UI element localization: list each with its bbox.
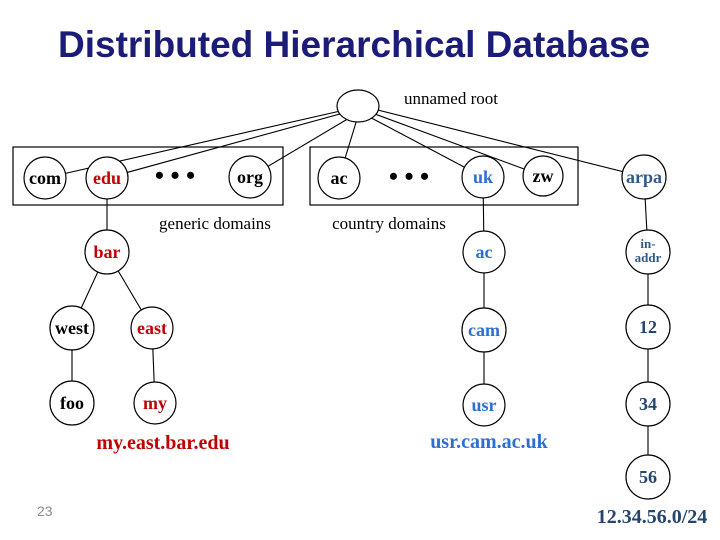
node-34-circle xyxy=(625,381,671,427)
node-bar-label: bar xyxy=(94,242,121,262)
node-west-label: west xyxy=(55,318,89,338)
node-my-label: my xyxy=(143,393,167,413)
node-ac-top-label: ac xyxy=(331,168,348,188)
node-in-addr-circle xyxy=(625,229,671,275)
node-zw-label: zw xyxy=(533,166,554,186)
caption-my-east-bar-edu: my.east.bar.edu xyxy=(96,432,229,454)
node-arpa-label: arpa xyxy=(626,167,662,187)
root-node-circle xyxy=(336,89,380,123)
node-ac-top-circle xyxy=(317,156,361,200)
page-number: 23 xyxy=(37,503,53,519)
caption-12-34-56-0-24: 12.34.56.0/24 xyxy=(597,506,708,528)
edge-root-zw xyxy=(363,109,544,177)
node-in-addr-label-line2: addr xyxy=(635,250,662,265)
node-east-label: east xyxy=(137,318,167,338)
edge-root-edu xyxy=(106,108,359,179)
node-my-circle xyxy=(133,381,177,425)
slide-title: Distributed Hierarchical Database xyxy=(58,24,651,65)
generic-domains-label: generic domains xyxy=(159,214,271,233)
node-12-circle xyxy=(625,304,671,350)
node-west-circle xyxy=(49,305,95,351)
caption-usr-cam-ac-uk: usr.cam.ac.uk xyxy=(430,431,548,453)
node-edu-circle xyxy=(85,156,129,200)
node-ac-uk-label: ac xyxy=(476,242,493,262)
node-org-label: org xyxy=(237,167,263,187)
node-cam-label: cam xyxy=(468,320,500,340)
node-in-addr-label-line1: in- xyxy=(640,236,655,251)
node-usr-label: usr xyxy=(471,395,496,415)
node-arpa-circle xyxy=(621,154,667,200)
node-bar-circle xyxy=(84,229,130,275)
node-12-label: 12 xyxy=(639,317,657,337)
node-cam-circle xyxy=(461,307,507,353)
node-56-circle xyxy=(625,454,671,500)
root-label: unnamed root xyxy=(404,89,498,108)
node-east-circle xyxy=(130,306,174,350)
country-domains-label: country domains xyxy=(332,214,446,233)
node-org-circle xyxy=(228,155,272,199)
node-ac-uk-circle xyxy=(462,230,506,274)
country-ellipsis-dots: • • • xyxy=(389,162,429,191)
node-foo-label: foo xyxy=(60,393,84,413)
generic-domains-box xyxy=(12,146,284,206)
edge-root-uk xyxy=(361,112,484,178)
node-uk-label: uk xyxy=(473,167,493,187)
node-foo-circle xyxy=(49,380,95,426)
edge-root-arpa xyxy=(365,106,645,178)
node-usr-circle xyxy=(462,383,506,427)
node-56-label: 56 xyxy=(639,467,657,487)
node-uk-circle xyxy=(461,155,505,199)
node-com-circle xyxy=(23,156,67,200)
node-edu-label: edu xyxy=(93,168,121,188)
node-com-label: com xyxy=(29,168,61,188)
node-34-label: 34 xyxy=(639,394,657,414)
generic-ellipsis-dots: • • • xyxy=(155,161,195,190)
country-domains-box xyxy=(309,146,579,206)
node-zw-circle xyxy=(522,155,564,197)
